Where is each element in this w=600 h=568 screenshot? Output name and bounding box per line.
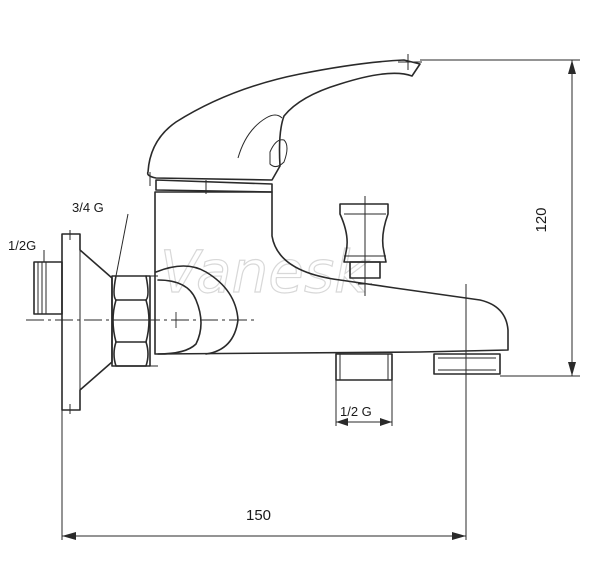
label-height: 120	[533, 207, 550, 232]
dimension-height	[420, 59, 580, 377]
inlet-thread	[33, 261, 63, 315]
shower-outlet	[335, 353, 393, 426]
label-inlet-left: 1/2G	[8, 238, 36, 253]
diverter-knob	[339, 196, 389, 296]
watermark: Vanesk	[160, 238, 370, 306]
leader-nut	[115, 213, 129, 277]
label-width: 150	[246, 507, 271, 524]
dimension-width	[61, 394, 467, 540]
lever-handle	[146, 54, 422, 194]
mixer-body	[154, 191, 509, 355]
hex-nut	[111, 275, 158, 367]
label-inlet-nut: 3/4 G	[72, 200, 104, 215]
center-lines	[26, 312, 258, 328]
wall-flange	[61, 230, 113, 414]
spout-outlet	[433, 284, 501, 394]
label-shower-outlet: 1/2 G	[340, 404, 372, 419]
dimension-shower-outlet	[336, 418, 392, 426]
